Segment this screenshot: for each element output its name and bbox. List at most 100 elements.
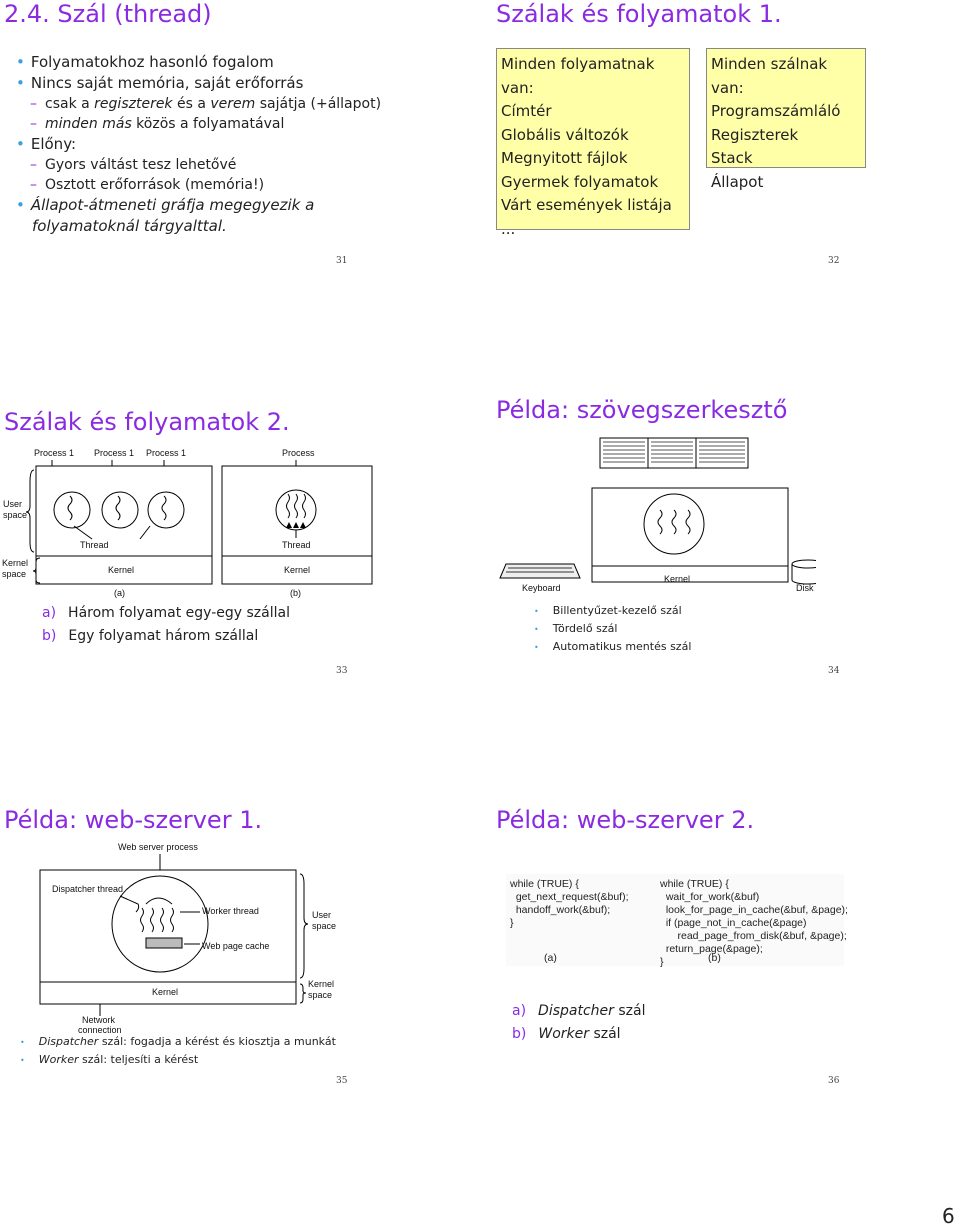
- bullet-item: •Dispatcher szál: fogadja a kérést és ki…: [20, 1033, 336, 1051]
- slide35-bullets: •Dispatcher szál: fogadja a kérést és ki…: [20, 1033, 336, 1069]
- kernel-label: Kernel: [284, 565, 310, 575]
- caption-b: (b): [290, 588, 301, 598]
- slide33-number: 33: [336, 666, 347, 676]
- process-property-item: Gyermek folyamatok: [501, 171, 685, 195]
- web-server-diagram: Web server process Dispatcher thread Wor…: [0, 838, 340, 1036]
- thread-property-item: Regiszterek: [711, 124, 861, 148]
- network-connection-label: Network: [82, 1015, 116, 1025]
- slide31-bullets: •Folyamatokhoz hasonló fogalom •Nincs sa…: [16, 52, 456, 237]
- caption-a: (a): [544, 952, 557, 965]
- thread-property-item: Állapot: [711, 171, 861, 195]
- process-circle: [644, 494, 704, 554]
- thread-label: Thread: [282, 540, 311, 550]
- slide31-title: 2.4. Szál (thread): [4, 0, 212, 28]
- web-server-process-label: Web server process: [118, 842, 198, 852]
- list-item: a)Három folyamat egy-egy szállal: [42, 602, 290, 625]
- slide31-number: 31: [336, 256, 347, 266]
- bullet-item: •Előny:: [16, 134, 456, 155]
- disk-icon: [792, 560, 816, 584]
- process-property-item: Címtér: [501, 100, 685, 124]
- bullet-item-continued: folyamatoknál tárgyalttal.: [16, 216, 456, 237]
- bullet-dot-icon: •: [534, 643, 539, 652]
- process-1-label: Process 1: [94, 448, 134, 458]
- keyboard-icon: [500, 564, 580, 578]
- process-box: [592, 488, 788, 582]
- kernel-label: Kernel: [108, 565, 134, 575]
- process-label: Process: [282, 448, 315, 458]
- bullet-item: •Nincs saját memória, saját erőforrás: [16, 73, 456, 94]
- dash-icon: –: [30, 157, 37, 173]
- thread-property-item: Programszámláló: [711, 100, 861, 124]
- slide34-number: 34: [828, 666, 839, 676]
- bullet-item: •Állapot-átmeneti gráfja megegyezik a: [16, 195, 456, 216]
- thread-property-item: Stack: [711, 147, 861, 171]
- user-space-label: space: [3, 510, 27, 520]
- thread-property-item: Minden szálnak van:: [711, 53, 861, 100]
- kernel-space-label: Kernel: [2, 558, 28, 568]
- kernel-space-label: space: [2, 569, 26, 579]
- thread-label: Thread: [80, 540, 109, 550]
- process-property-item: Minden folyamatnak van:: [501, 53, 685, 100]
- slide35-number: 35: [336, 1076, 347, 1086]
- process-property-item: Várt események listája: [501, 194, 685, 218]
- bullet-item: •Worker szál: teljesíti a kérést: [20, 1051, 336, 1069]
- process-property-item: Megnyitott fájlok: [501, 147, 685, 171]
- disk-label: Disk: [796, 583, 814, 593]
- kernel-label: Kernel: [664, 574, 690, 584]
- process-property-item: Globális változók: [501, 124, 685, 148]
- list-item: b)Egy folyamat három szállal: [42, 625, 290, 648]
- caption-a: (a): [114, 588, 125, 598]
- kernel-space-label: Kernel: [308, 979, 334, 989]
- bullet-dot-icon: •: [534, 607, 539, 616]
- process-1-label: Process 1: [146, 448, 186, 458]
- slide36-number: 36: [828, 1076, 839, 1086]
- slide33-items: a)Három folyamat egy-egy szállal b)Egy f…: [42, 602, 290, 648]
- bullet-item: •Tördelő szál: [534, 620, 691, 638]
- bullet-dot-icon: •: [16, 196, 25, 214]
- page-number: 6: [942, 1204, 955, 1228]
- slide33-title: Szálak és folyamatok 2.: [4, 408, 290, 436]
- caption-b: (b): [708, 952, 721, 965]
- bullet-dot-icon: •: [20, 1038, 25, 1047]
- slide32-number: 32: [828, 256, 839, 266]
- bullet-item: •Billentyűzet-kezelő szál: [534, 602, 691, 620]
- bullet-dot-icon: •: [16, 135, 25, 153]
- slide34-title: Példa: szövegszerkesztő: [496, 396, 787, 424]
- kernel-label: Kernel: [152, 987, 178, 997]
- dash-icon: –: [30, 96, 37, 112]
- bullet-dot-icon: •: [16, 74, 25, 92]
- user-space-label: User: [3, 499, 22, 509]
- worker-thread-label: Worker thread: [202, 906, 259, 916]
- kernel-space-label: space: [308, 990, 332, 1000]
- web-page-cache-label: Web page cache: [202, 941, 269, 951]
- sub-bullet-item: –Gyors váltást tesz lehetővé: [16, 155, 456, 175]
- list-item: b)Worker szál: [512, 1023, 645, 1046]
- user-space-label: User: [312, 910, 331, 920]
- slide36-title: Példa: web-szerver 2.: [496, 806, 754, 834]
- sub-bullet-item: –Osztott erőforrások (memória!): [16, 175, 456, 195]
- sub-bullet-item: –minden más közös a folyamatával: [16, 114, 456, 134]
- text-editor-diagram: Kernel Keyboard Disk: [496, 436, 816, 596]
- slide32-title: Szálak és folyamatok 1.: [496, 0, 782, 28]
- code-figure: while (TRUE) { get_next_request(&buf); h…: [506, 874, 844, 966]
- slide36-items: a)Dispatcher szál b)Worker szál: [512, 1000, 645, 1046]
- bullet-dot-icon: •: [16, 53, 25, 71]
- sub-bullet-item: –csak a regiszterek és a verem sajátja (…: [16, 94, 456, 114]
- slide35-title: Példa: web-szerver 1.: [4, 806, 262, 834]
- process-circle: [112, 876, 208, 972]
- web-page-cache: [146, 938, 182, 948]
- bullet-dot-icon: •: [534, 625, 539, 634]
- process-1-label: Process 1: [34, 448, 74, 458]
- bullet-item: •Folyamatokhoz hasonló fogalom: [16, 52, 456, 73]
- code-block-b: while (TRUE) { wait_for_work(&buf) look_…: [660, 878, 848, 969]
- dash-icon: –: [30, 177, 37, 193]
- list-item: a)Dispatcher szál: [512, 1000, 645, 1023]
- process-property-item: ...: [501, 218, 685, 242]
- slide34-bullets: •Billentyűzet-kezelő szál •Tördelő szál …: [534, 602, 691, 656]
- keyboard-label: Keyboard: [522, 583, 561, 593]
- dispatcher-thread-label: Dispatcher thread: [52, 884, 123, 894]
- bullet-item: •Automatikus mentés szál: [534, 638, 691, 656]
- bullet-dot-icon: •: [20, 1056, 25, 1065]
